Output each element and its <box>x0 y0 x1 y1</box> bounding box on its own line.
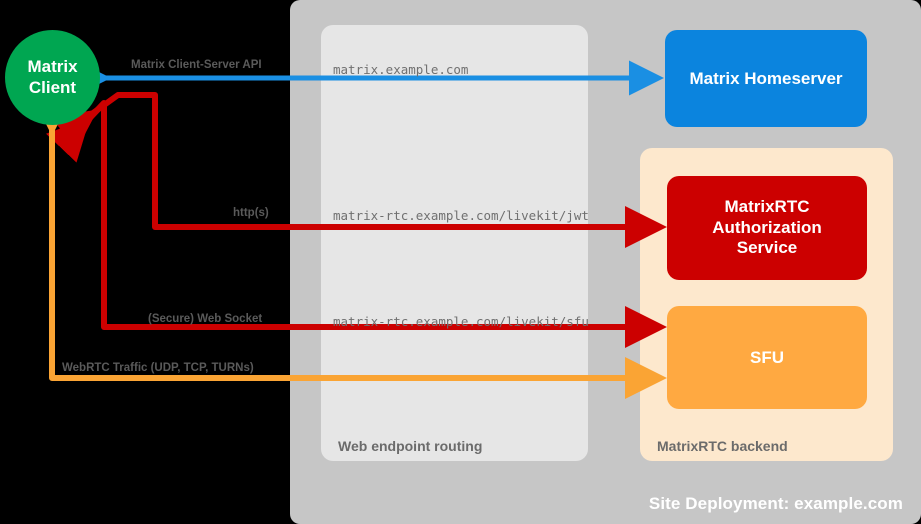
matrix-client-label-line1: Matrix <box>27 57 78 77</box>
matrixrtc-auth-label: MatrixRTC Authorization Service <box>712 197 822 258</box>
matrix-client-label-line2: Client <box>28 77 77 97</box>
endpoint-sfu: matrix-rtc.example.com/livekit/sfu <box>333 314 589 329</box>
connector-label-client-server-api: Matrix Client-Server API <box>131 59 262 71</box>
matrixrtc-auth-label-line1: MatrixRTC <box>724 197 810 217</box>
matrixrtc-backend-label: MatrixRTC backend <box>657 438 788 454</box>
connector-label-websocket: (Secure) Web Socket <box>148 313 263 325</box>
matrixrtc-auth-label-line2: Authorization <box>712 217 822 237</box>
matrixrtc-auth-label-line3: Service <box>736 238 798 258</box>
web-endpoint-routing-panel <box>321 25 588 461</box>
node-matrix-homeserver[interactable]: Matrix Homeserver <box>665 30 867 127</box>
node-sfu[interactable]: SFU <box>667 306 867 409</box>
endpoint-jwt: matrix-rtc.example.com/livekit/jwt <box>333 208 589 223</box>
connector-label-https: http(s) <box>233 207 269 219</box>
matrix-client-label: Matrix Client <box>27 57 77 97</box>
endpoint-matrix: matrix.example.com <box>333 62 469 77</box>
node-matrixrtc-authorization-service[interactable]: MatrixRTC Authorization Service <box>667 176 867 280</box>
site-deployment-label: Site Deployment: example.com <box>648 494 903 513</box>
matrix-homeserver-label: Matrix Homeserver <box>689 68 843 88</box>
web-endpoint-routing-label: Web endpoint routing <box>338 438 483 454</box>
node-matrix-client[interactable]: Matrix Client <box>5 30 100 125</box>
connector-label-webrtc: WebRTC Traffic (UDP, TCP, TURNs) <box>62 362 254 374</box>
sfu-label: SFU <box>750 347 784 367</box>
